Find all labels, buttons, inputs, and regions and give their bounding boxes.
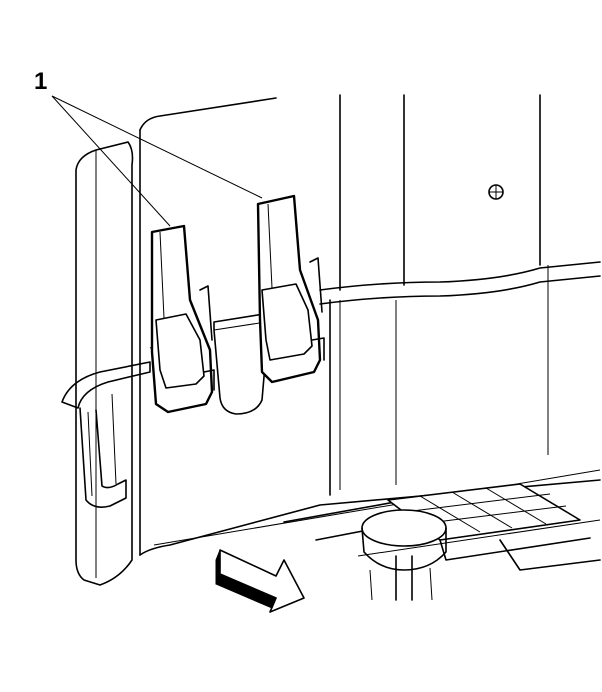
retaining-strap: [61, 361, 151, 508]
housing-body: [139, 94, 601, 556]
fastener-symbol: [488, 184, 504, 200]
callout-leader-lines: [51, 95, 263, 227]
direction-arrow: [215, 549, 305, 613]
callout-label-1: 1: [34, 68, 48, 95]
mounting-boss: [361, 509, 447, 601]
housing-left-wall: [75, 141, 134, 586]
right-clip: [256, 194, 325, 384]
center-tab: [213, 313, 269, 415]
left-clip: [150, 224, 215, 414]
